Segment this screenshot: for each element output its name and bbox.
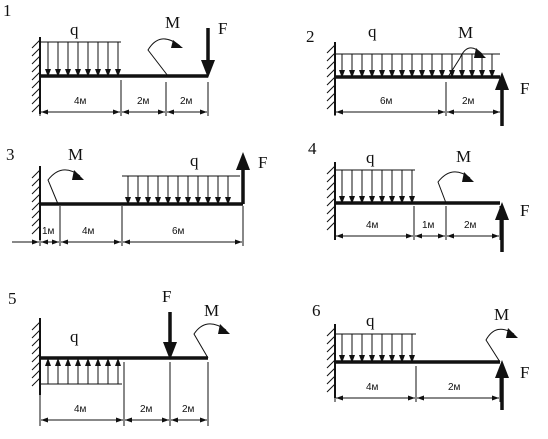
- force: [236, 152, 250, 204]
- load-label: q: [190, 151, 199, 170]
- dimension-lines: [39, 362, 209, 426]
- dimension-lines: [334, 366, 501, 402]
- load-label: q: [70, 20, 79, 39]
- moment-label: M: [456, 147, 471, 166]
- force-label: F: [520, 363, 529, 382]
- fixed-support: [326, 42, 336, 115]
- problem-number: 1: [3, 1, 12, 20]
- force-label: F: [520, 79, 529, 98]
- segment-label: 4м: [74, 404, 87, 415]
- fixed-support: [326, 162, 336, 240]
- dimension-lines: [334, 80, 500, 116]
- moment: [193, 323, 230, 359]
- distributed-load: [335, 53, 500, 78]
- segment-label: 4м: [82, 226, 95, 237]
- force: [495, 202, 509, 252]
- segment-label: 4м: [366, 220, 379, 231]
- moment: [437, 171, 474, 204]
- segment-label: 6м: [380, 96, 393, 107]
- segment-label: 6м: [172, 226, 185, 237]
- load-label: q: [366, 148, 375, 167]
- moment-label: M: [458, 23, 473, 42]
- force-label: F: [520, 201, 529, 220]
- problem-number: 2: [306, 27, 315, 46]
- moment: [447, 47, 486, 78]
- moment-label: M: [494, 305, 509, 324]
- dimension-lines: [334, 206, 501, 240]
- load-label: q: [70, 327, 79, 346]
- force-label: F: [162, 287, 171, 306]
- problem-number: 4: [308, 139, 317, 158]
- segment-label: 2м: [182, 404, 195, 415]
- dimension-lines: [39, 80, 209, 116]
- problem-6: 6 q M F: [312, 301, 529, 410]
- load-label: q: [366, 311, 375, 330]
- distributed-load: [40, 358, 122, 385]
- segment-label: 4м: [74, 96, 87, 107]
- segment-label: 2м: [140, 404, 153, 415]
- distributed-load: [122, 175, 240, 205]
- moment: [147, 38, 183, 77]
- force: [495, 360, 509, 410]
- distributed-load: [335, 169, 415, 204]
- force: [201, 28, 215, 78]
- segment-label: 4м: [366, 382, 379, 393]
- problem-5: 5 q F M: [8, 287, 230, 426]
- dimension-lines: [12, 206, 244, 246]
- distributed-load: [335, 333, 416, 363]
- problem-number: 3: [6, 145, 15, 164]
- segment-label: 1м: [422, 220, 435, 231]
- moment: [47, 169, 84, 205]
- force: [495, 72, 509, 126]
- moment-label: M: [165, 13, 180, 32]
- segment-label: 2м: [448, 382, 461, 393]
- force-label: F: [258, 153, 267, 172]
- problem-1: 1 q M F: [3, 1, 227, 116]
- force: [163, 312, 177, 360]
- problem-3: 3 M q F: [6, 145, 267, 246]
- moment-label: M: [68, 145, 83, 164]
- segment-label: 2м: [462, 96, 475, 107]
- segment-label: 2м: [180, 96, 193, 107]
- force-label: F: [218, 19, 227, 38]
- problem-2: 2 q M: [306, 22, 529, 126]
- moment-label: M: [204, 301, 219, 320]
- problem-number: 5: [8, 289, 17, 308]
- distributed-load: [40, 41, 121, 77]
- fixed-support: [326, 324, 336, 398]
- segment-label: 1м: [42, 226, 55, 237]
- fixed-support: [31, 318, 41, 395]
- load-label: q: [368, 22, 377, 41]
- moment: [485, 328, 518, 363]
- fixed-support: [31, 37, 41, 114]
- problem-number: 6: [312, 301, 321, 320]
- segment-label: 2м: [137, 96, 150, 107]
- segment-label: 2м: [464, 220, 477, 231]
- problem-4: 4 q M F: [308, 139, 529, 252]
- fixed-support: [31, 166, 41, 240]
